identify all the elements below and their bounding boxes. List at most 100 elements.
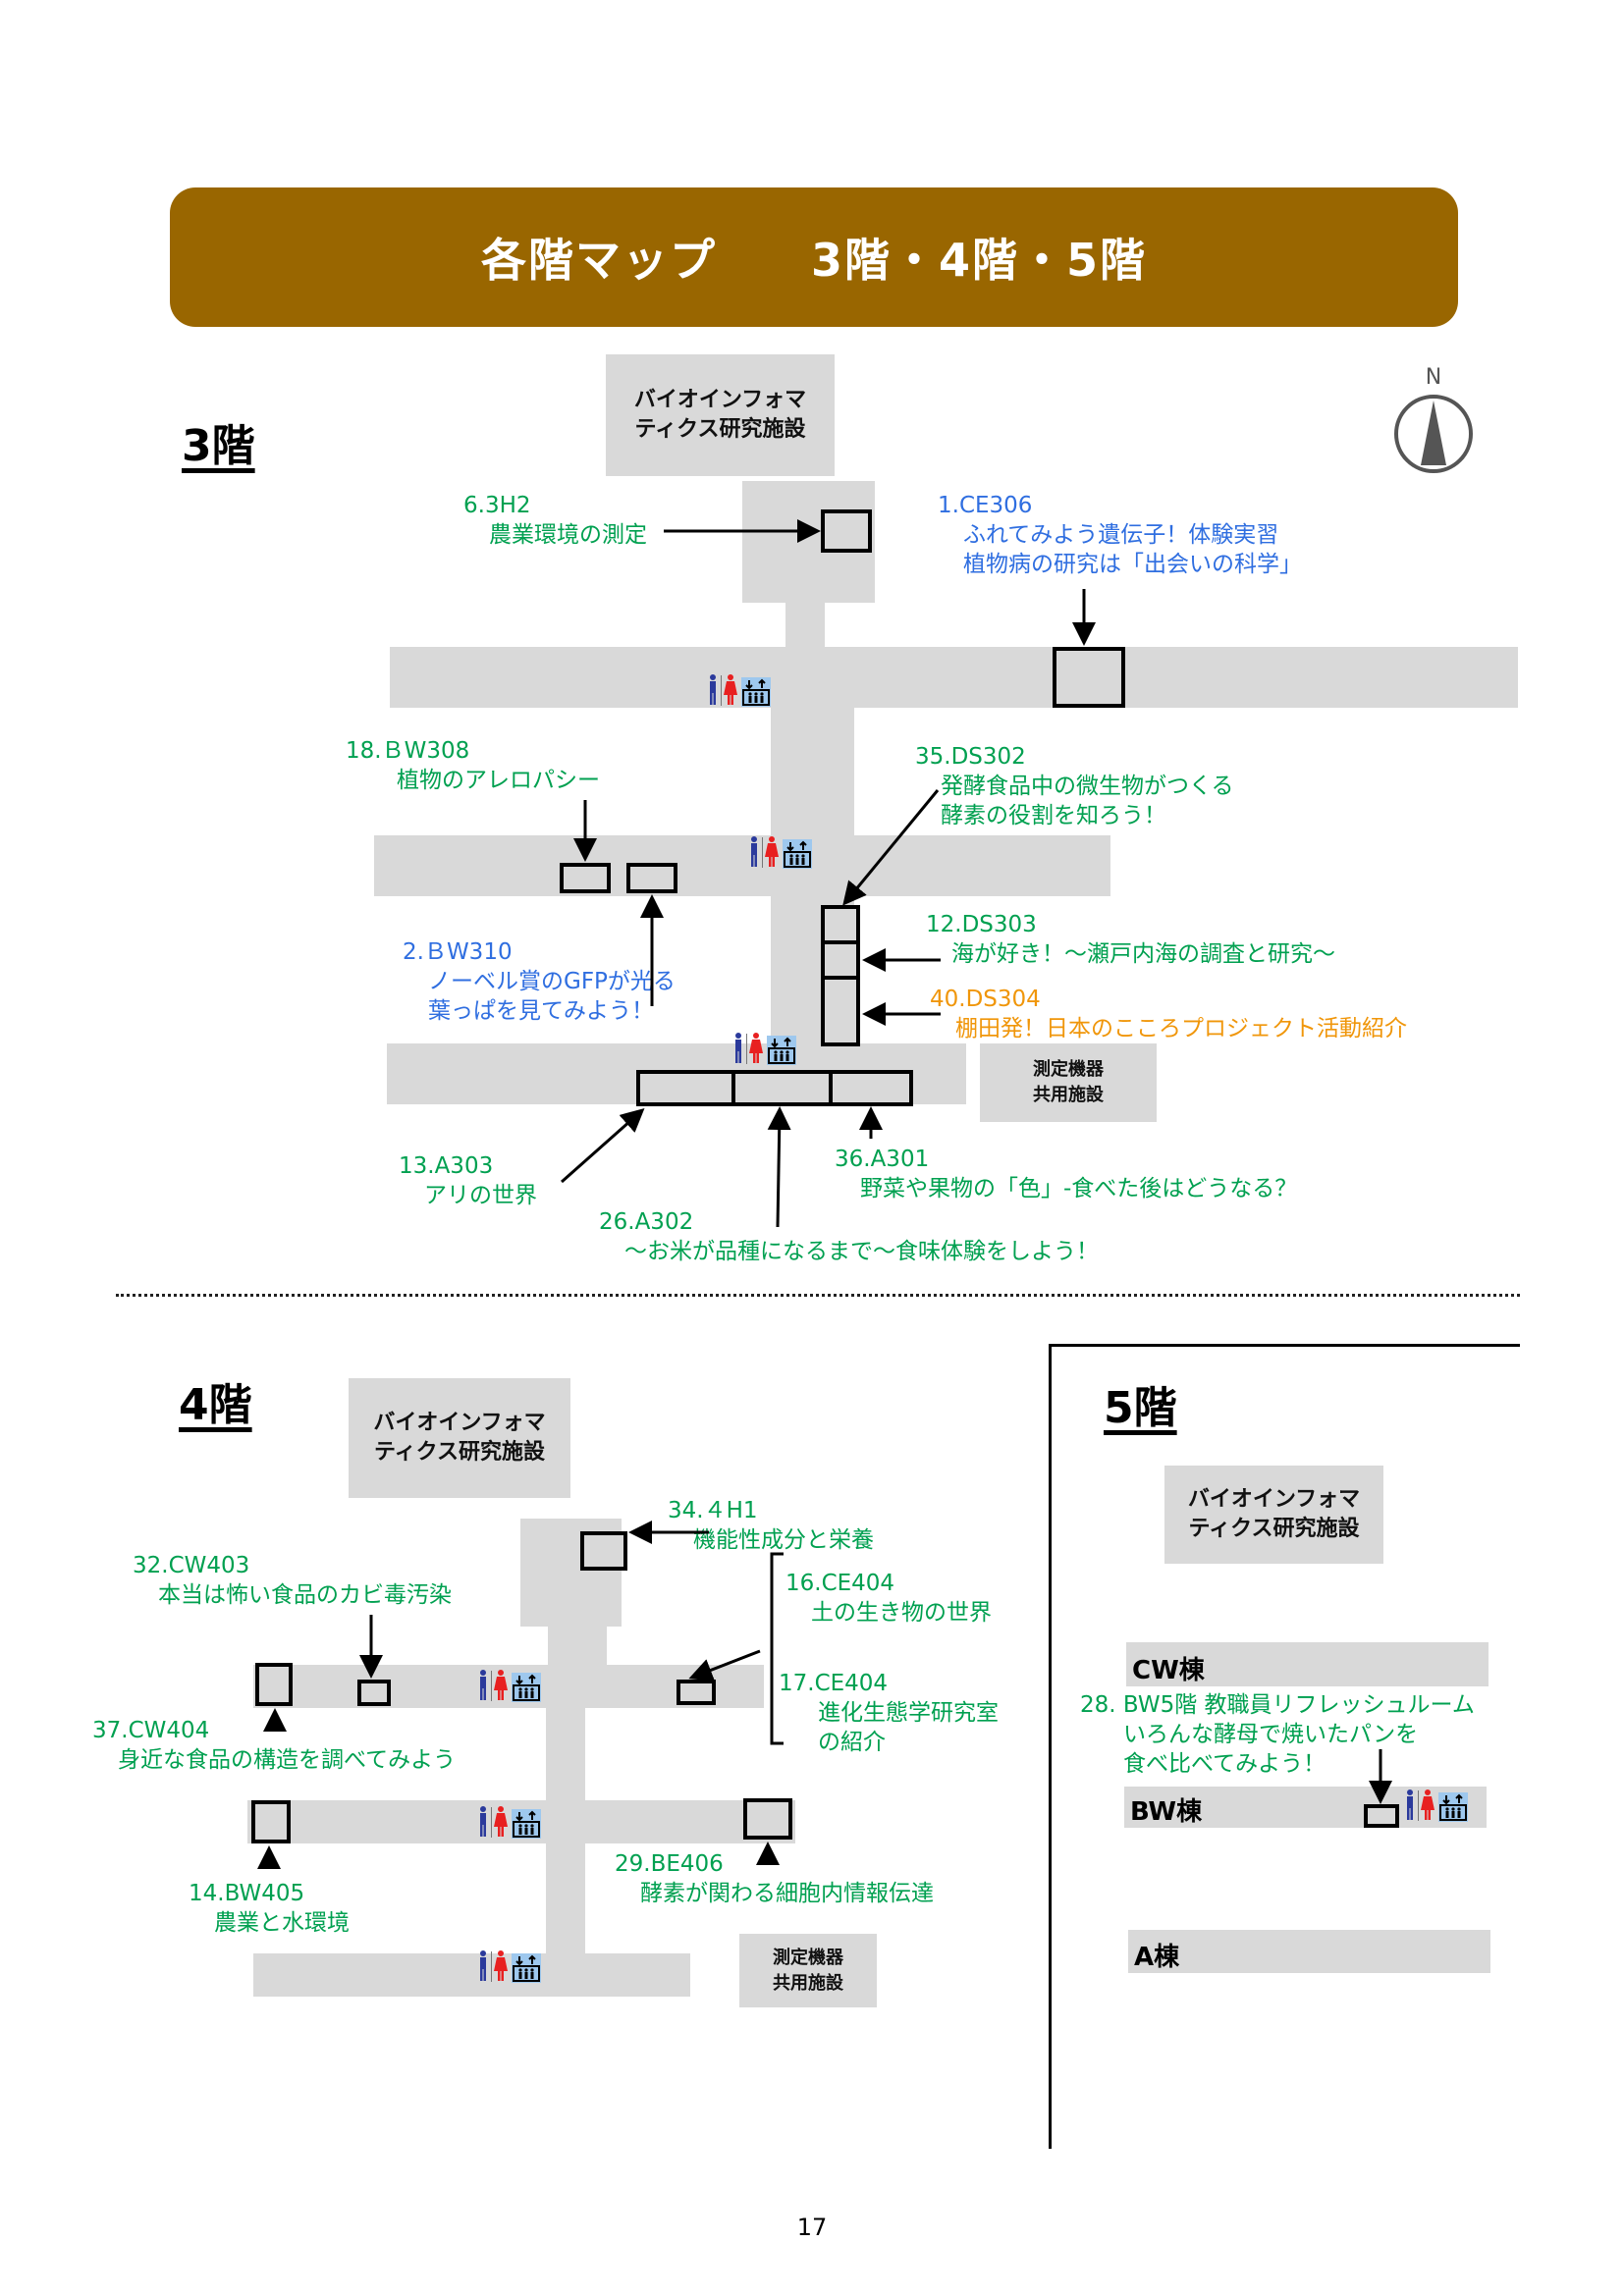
corridor <box>785 603 825 647</box>
section-divider <box>116 1294 1520 1297</box>
room-BW310[interactable] <box>626 863 677 893</box>
elevator-icon <box>767 1036 796 1065</box>
exhibit-id: 36.A301 <box>835 1147 930 1172</box>
restroom-icon <box>751 836 779 868</box>
exhibit-desc: ノーベル賞のGFPが光る <box>428 969 676 994</box>
measurement-facility-f3: 測定機器 共用施設 <box>980 1043 1157 1122</box>
exhibit-label: 2.ＢW310 ノーベル賞のGFPが光る 葉っぱを見てみよう！ <box>403 937 676 1026</box>
exhibit-id: 40.DS304 <box>930 987 1041 1012</box>
exhibit-label: 18.ＢW308 植物のアレロパシー <box>346 736 600 795</box>
exhibit-id: 1.CE306 <box>938 493 1033 518</box>
facility-name-line: ティクス研究施設 <box>1188 1517 1360 1541</box>
exhibit-id: 17.CE404 <box>779 1671 889 1696</box>
room-A301[interactable] <box>829 1070 913 1106</box>
exhibit-desc: 酵素が関わる細胞内情報伝達 <box>640 1881 934 1906</box>
room-CE306[interactable] <box>1053 647 1125 708</box>
exhibit-desc: 酵素の役割を知ろう！ <box>941 803 1166 828</box>
exhibit-label: 16.CE404 土の生き物の世界 <box>785 1569 992 1628</box>
exhibit-label: 17.CE404 進化生態学研究室 の紹介 <box>779 1669 999 1757</box>
restroom-icon <box>1407 1789 1435 1821</box>
facility-name-line: ティクス研究施設 <box>373 1440 546 1465</box>
room-BW308[interactable] <box>560 863 611 893</box>
floor3-title: 3階 <box>182 421 255 471</box>
floor5-frame-left <box>1049 1344 1052 2149</box>
room-DS304[interactable] <box>821 976 860 1046</box>
restroom-icon <box>480 1670 508 1701</box>
restroom-elevator-group <box>475 1805 541 1839</box>
exhibit-desc: 農業環境の測定 <box>489 522 647 548</box>
building-name: A棟 <box>1134 1943 1180 1972</box>
restroom-icon <box>710 674 737 706</box>
room-CW403[interactable] <box>357 1680 391 1706</box>
corridor <box>390 647 1518 708</box>
exhibit-desc: 食べ比べてみよう！ <box>1123 1751 1326 1777</box>
exhibit-id: 26.A302 <box>599 1209 694 1235</box>
floor5-frame-top <box>1049 1344 1520 1347</box>
building-A: A棟 <box>1128 1930 1490 1973</box>
room-BW5-refresh[interactable] <box>1364 1804 1399 1828</box>
exhibit-desc: アリの世界 <box>424 1183 537 1208</box>
exhibit-id: 6.3H2 <box>463 493 531 518</box>
exhibit-desc: 身近な食品の構造を調べてみよう <box>118 1747 457 1773</box>
floor5-title: 5階 <box>1104 1383 1177 1433</box>
facility-name-line: バイオインフォマ <box>633 388 807 412</box>
facility-name-line: 測定機器 <box>773 1947 843 1968</box>
exhibit-id: 12.DS303 <box>926 912 1037 937</box>
room-A303[interactable] <box>636 1070 735 1106</box>
exhibit-id: 29.BE406 <box>615 1851 724 1877</box>
facility-name-line: 測定機器 <box>1033 1059 1104 1080</box>
exhibit-label: 37.CW404 身近な食品の構造を調べてみよう <box>92 1716 456 1775</box>
corridor <box>771 708 854 835</box>
bio-facility-f3-label: バイオインフォマ ティクス研究施設 <box>606 354 835 476</box>
bio-facility-f4: バイオインフォマ ティクス研究施設 <box>349 1378 570 1498</box>
room-CE404[interactable] <box>677 1680 716 1705</box>
restroom-icon <box>735 1033 763 1064</box>
exhibit-id: 32.CW403 <box>133 1553 250 1578</box>
room-3H2[interactable] <box>821 509 872 553</box>
room-4H1[interactable] <box>580 1531 627 1571</box>
restroom-elevator-group <box>705 673 771 707</box>
room-BW405[interactable] <box>251 1800 291 1843</box>
exhibit-desc: 土の生き物の世界 <box>811 1600 992 1626</box>
exhibit-id: 2.ＢW310 <box>403 939 513 965</box>
arrow <box>688 1649 761 1682</box>
room-BE406[interactable] <box>743 1798 792 1840</box>
exhibit-id: 16.CE404 <box>785 1571 895 1596</box>
elevator-icon <box>783 839 812 869</box>
exhibit-desc: 葉っぱを見てみよう！ <box>428 998 654 1024</box>
facility-name-line: 共用施設 <box>773 1972 843 1994</box>
arrow <box>767 1106 791 1228</box>
exhibit-desc: 発酵食品中の微生物がつくる <box>941 774 1234 799</box>
exhibit-label: 32.CW403 本当は怖い食品のカビ毒汚染 <box>133 1551 452 1610</box>
corridor <box>548 1627 607 1666</box>
building-CW: CW棟 <box>1126 1642 1489 1686</box>
measurement-facility-f4: 測定機器 共用施設 <box>739 1934 877 2007</box>
exhibit-id: 35.DS302 <box>915 744 1026 770</box>
room-CW404[interactable] <box>255 1663 293 1706</box>
exhibit-label: 40.DS304 棚田発！日本のこころプロジェクト活動紹介 <box>930 985 1407 1043</box>
exhibit-id: 14.BW405 <box>189 1881 305 1906</box>
page-banner: 各階マップ 3階・4階・5階 <box>170 187 1458 327</box>
exhibit-desc: 農業と水環境 <box>214 1910 350 1936</box>
facility-name-line: バイオインフォマ <box>1187 1487 1361 1512</box>
exhibit-desc: ～お米が品種になるまで～食味体験をしよう！ <box>624 1239 1099 1264</box>
exhibit-label: 6.3H2 農業環境の測定 <box>463 491 647 550</box>
floor4-title: 4階 <box>179 1380 252 1430</box>
restroom-icon <box>480 1950 508 1982</box>
exhibit-label: 13.A303 アリの世界 <box>399 1151 537 1210</box>
exhibit-label: 26.A302 ～お米が品種になるまで～食味体験をしよう！ <box>599 1207 1099 1266</box>
restroom-elevator-group <box>1402 1789 1468 1822</box>
exhibit-label: 1.CE306 ふれてみよう遺伝子！体験実習 植物病の研究は「出会いの科学」 <box>938 491 1302 579</box>
exhibit-desc: 本当は怖い食品のカビ毒汚染 <box>158 1582 452 1608</box>
building-name: BW棟 <box>1130 1797 1203 1827</box>
restroom-elevator-group <box>475 1949 541 1983</box>
restroom-elevator-group <box>475 1669 541 1702</box>
elevator-icon <box>1438 1792 1468 1822</box>
facility-name-line: ティクス研究施設 <box>634 417 806 442</box>
arrow <box>842 789 940 906</box>
facility-name-line: 共用施設 <box>1033 1085 1104 1105</box>
exhibit-label: 12.DS303 海が好き！～瀬戸内海の調査と研究～ <box>926 910 1335 969</box>
exhibit-id: 37.CW404 <box>92 1718 210 1743</box>
elevator-icon <box>512 1809 541 1839</box>
